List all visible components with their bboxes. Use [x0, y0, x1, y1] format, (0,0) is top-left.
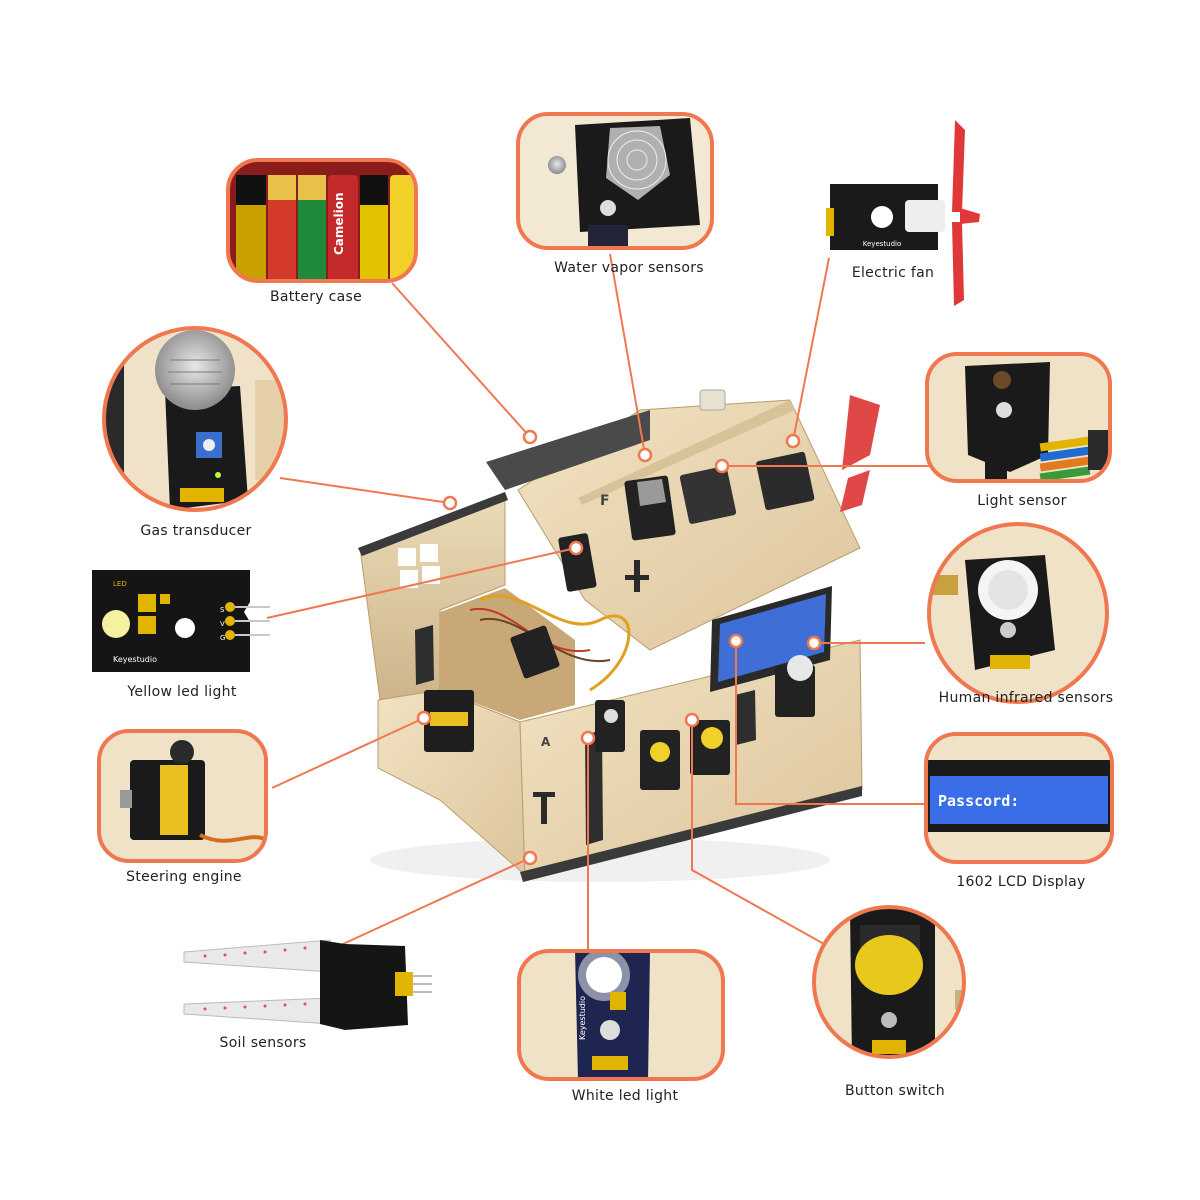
wled-brand-text: Keyestudio	[578, 996, 587, 1040]
gas-sensor-icon	[102, 326, 288, 512]
lcd-display-icon: Passcord:	[924, 732, 1114, 864]
fan-brand-text: Keyestudio	[863, 240, 902, 248]
label-lcd-display: 1602 LCD Display	[956, 874, 1086, 890]
label-gas-transducer: Gas transducer	[140, 523, 252, 539]
label-white-led-light: White led light	[571, 1088, 679, 1104]
label-soil-sensors: Soil sensors	[219, 1035, 307, 1051]
label-human-infrared-sensors: Human infrared sensors	[938, 690, 1114, 706]
label-electric-fan: Electric fan	[851, 265, 935, 281]
label-light-sensor: Light sensor	[977, 493, 1067, 509]
connector-endpoints	[416, 429, 822, 866]
connector-lines	[266, 253, 935, 959]
svg-text:F: F	[600, 493, 610, 509]
label-water-vapor-sensors: Water vapor sensors	[554, 260, 704, 276]
yled-pin-g: G	[220, 634, 225, 642]
soil-probe-icon	[183, 939, 432, 1030]
battery-pack-icon: Camelion	[226, 158, 418, 283]
label-steering-engine: Steering engine	[126, 869, 242, 885]
servo-motor-icon	[97, 729, 268, 863]
water-sensor-icon	[516, 112, 714, 250]
yled-label-led: LED	[113, 580, 127, 588]
label-yellow-led-light: Yellow led light	[127, 684, 237, 700]
battery-brand-text: Camelion	[332, 192, 346, 255]
house-window	[398, 544, 440, 588]
label-button-switch: Button switch	[845, 1083, 945, 1099]
label-battery-case: Battery case	[269, 289, 363, 305]
yled-pin-s: S	[220, 606, 225, 614]
push-button-icon	[812, 905, 966, 1059]
wooden-house-model: F A	[358, 389, 880, 882]
light-sensor-icon	[925, 352, 1112, 483]
lcd-screen-text: Passcord:	[938, 792, 1019, 810]
pir-sensor-icon	[927, 522, 1109, 704]
yled-brand-text: Keyestudio	[113, 655, 157, 664]
fan-module-icon: Keyestudio	[826, 120, 980, 306]
svg-text:A: A	[541, 735, 551, 749]
yled-pin-v: V	[220, 620, 225, 628]
yellow-led-module-icon: LED S V G Keyestudio	[92, 570, 270, 672]
white-led-module-icon: Keyestudio	[517, 949, 725, 1081]
